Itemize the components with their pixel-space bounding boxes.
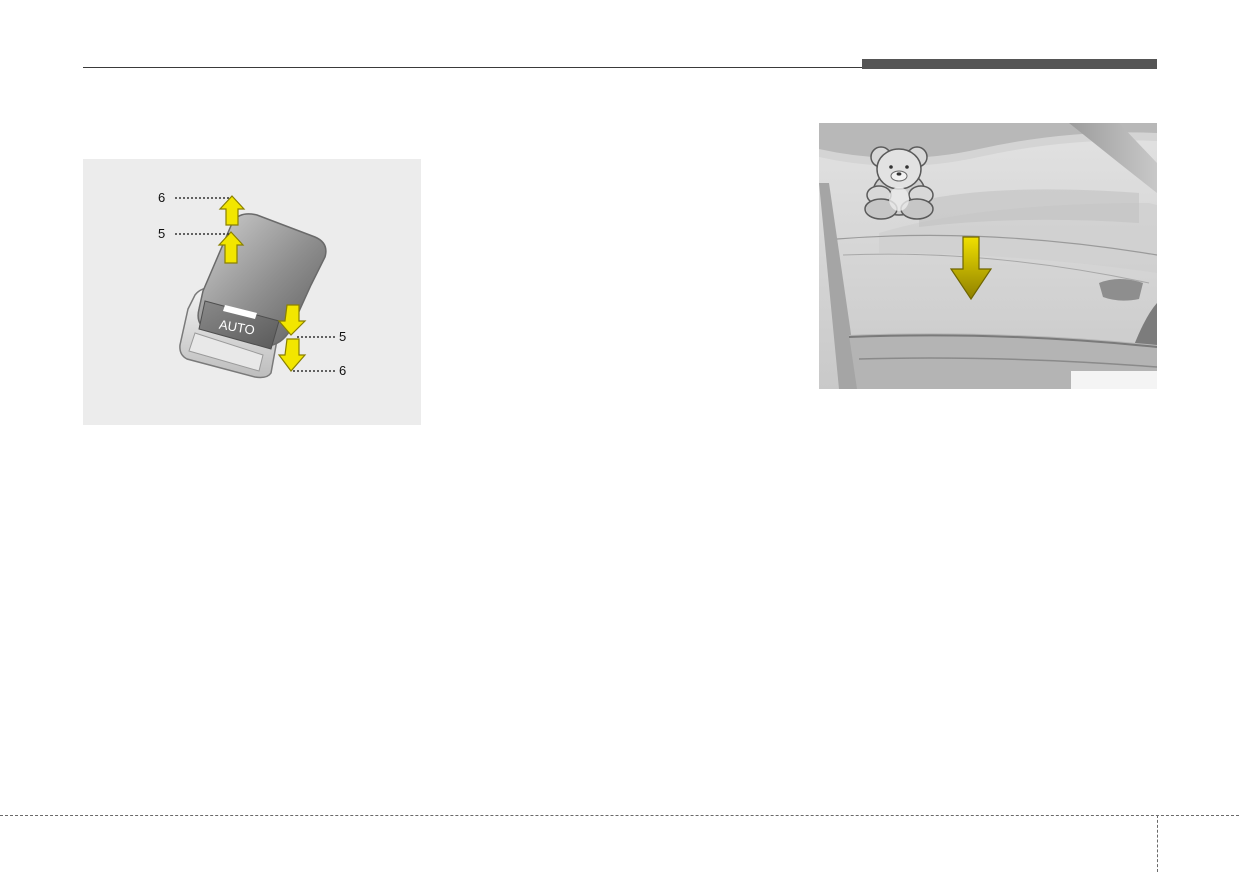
down-arrow-icon <box>949 236 993 301</box>
up-arrow-outer <box>218 195 246 226</box>
footer-dashed-rule <box>0 815 1239 816</box>
down-arrow-outer <box>277 338 307 372</box>
callout-down-inner: 5 <box>339 329 347 344</box>
a-pillar-left <box>819 183 859 389</box>
side-mirror <box>1099 279 1143 301</box>
a-pillar-right <box>1069 123 1157 193</box>
header-rule <box>83 67 1157 68</box>
callout-up-inner: 5 <box>158 226 166 241</box>
auto-indicator-bar <box>223 305 257 319</box>
callout-down-outer: 6 <box>339 363 347 378</box>
switch-lip <box>188 332 264 372</box>
windshield-illustration <box>819 123 1157 389</box>
down-arrow-inner <box>277 304 307 336</box>
window-switch-illustration: AUTO <box>175 195 335 379</box>
windshield-figure <box>819 123 1157 389</box>
up-arrow-inner <box>217 231 245 264</box>
footer-page-divider <box>1157 815 1158 872</box>
auto-label: AUTO <box>218 317 256 338</box>
figure-code-box <box>1071 371 1157 389</box>
callout-up-outer: 6 <box>158 190 166 205</box>
header-section-tab <box>862 59 1157 69</box>
teddy-bear-icon <box>864 146 934 220</box>
window-switch-figure: AUTO 6 5 5 6 <box>83 159 421 425</box>
